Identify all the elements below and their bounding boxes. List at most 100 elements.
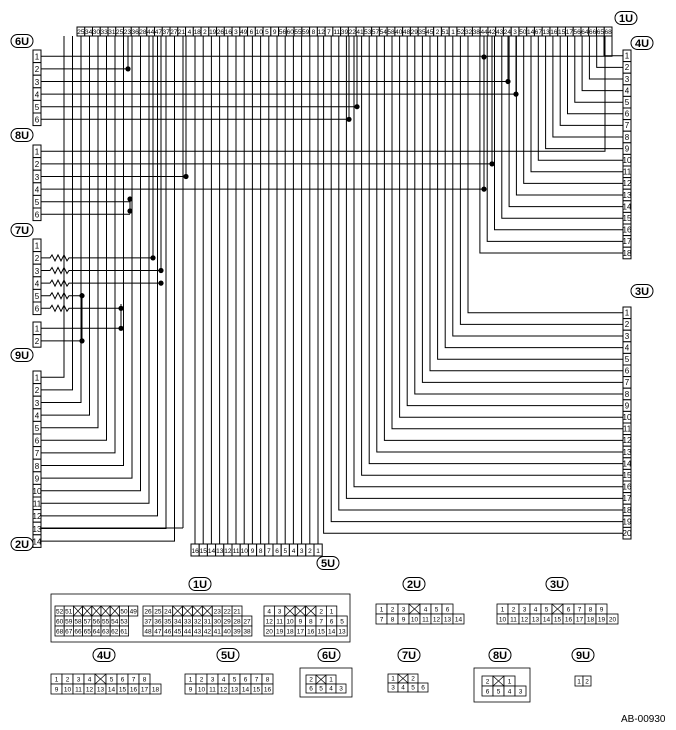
u1-left-cell: [119, 625, 130, 637]
u3-pin-number: 19: [623, 517, 632, 526]
u4-wire-3: [588, 36, 623, 80]
u3-wire-2: [459, 36, 623, 325]
u6-cell: [335, 683, 347, 694]
u8-wire-1: [41, 36, 606, 152]
u1-left-cell-number: 58: [74, 619, 82, 626]
u2-wire-13: [41, 36, 167, 529]
junction-dot: [183, 173, 189, 180]
u4-wire-6: [567, 36, 623, 115]
u7-resistor-wire-2: [41, 253, 153, 263]
u5-pin-number: 8: [259, 548, 263, 555]
u5-cell-number: 11: [209, 687, 216, 694]
u1-right-cell-number: 1: [330, 609, 334, 616]
u1-header-pin-number: 24: [504, 29, 512, 36]
u8-cell-number: 5: [497, 689, 501, 696]
u4-wire-4: [581, 36, 623, 92]
u3-pin-number: 1: [625, 309, 630, 318]
u1-right-cell-number: 17: [297, 629, 305, 636]
u1-left-cell-number: 65: [84, 629, 92, 636]
u1-header-pin-number: 15: [558, 29, 566, 36]
u1-mid-cell-number: 33: [184, 619, 192, 626]
u1-right-cell-number: 18: [286, 629, 294, 636]
u4-pin-number: 13: [623, 191, 632, 200]
u4-wire-2: [596, 36, 623, 68]
u6-pin-6: [32, 112, 42, 127]
u1-label-badge: [188, 577, 212, 591]
u1-header-pin-number: 11: [333, 29, 340, 36]
u3-cell-number: 6: [567, 607, 571, 614]
u2-cell-number: 11: [422, 617, 429, 624]
u1-left-cell: [128, 605, 139, 617]
u4-wire-18: [479, 36, 623, 254]
u6-pin-number: 1: [35, 53, 40, 62]
u4-cell-number: 6: [121, 677, 125, 684]
u1-right-cell-number: 6: [330, 619, 334, 626]
u4-wire-10: [537, 36, 623, 161]
u2-label-text: 2U: [407, 579, 421, 591]
u1-left-cell-number: 53: [120, 619, 128, 626]
u4-label-text: 4U: [97, 650, 111, 662]
u6-label-text: 6U: [15, 36, 29, 48]
u1-right-cell-number: 13: [338, 629, 346, 636]
u8-cell-number: 4: [508, 689, 512, 696]
u9-label-text: 9U: [576, 650, 590, 662]
u7-cell-number: 6: [421, 685, 425, 692]
u3-cell-number: 3: [523, 607, 527, 614]
u4-pin-number: 5: [625, 98, 630, 107]
u8-blank-cross: [492, 675, 505, 687]
u1-header-pin-number: 6: [250, 29, 254, 36]
u2-wire-10: [41, 36, 141, 492]
u3-pin-number: 11: [623, 425, 632, 434]
u3-pin-number: 2: [625, 320, 630, 329]
u1-left-cell-number: 55: [102, 619, 110, 626]
u1-right-cell-number: 4: [267, 609, 271, 616]
u5-pin-number: 13: [216, 548, 224, 555]
u1-header-pin-number: 27: [170, 29, 178, 36]
u6-cell-number: 6: [309, 686, 313, 693]
u8-label-badge: [10, 128, 34, 142]
u2-pin-number: 8: [35, 462, 40, 471]
u8-label-badge: [488, 648, 512, 662]
u4-cell-number: 16: [130, 687, 138, 694]
u3-wire-13: [376, 36, 623, 453]
u1-mid-cell-number: 45: [174, 629, 182, 636]
u1-mid-cell-number: 34: [174, 619, 182, 626]
u6-pin-number: 2: [35, 65, 40, 74]
u4-pin-number: 3: [625, 75, 630, 84]
u1-header-pin-number: 52: [457, 29, 465, 36]
u3-pin-number: 6: [625, 367, 630, 376]
u1-right-cell-number: 8: [309, 619, 313, 626]
u2-pin-number: 10: [33, 487, 42, 496]
u1-mid-cell-number: 26: [144, 609, 152, 616]
u3-cell-number: 9: [600, 607, 604, 614]
u3-pin-number: 7: [625, 378, 630, 387]
u1-header-pin-number: 28: [139, 29, 147, 36]
u5-pin-number: 14: [208, 548, 216, 555]
u8-cell-number: 6: [486, 689, 490, 696]
u8-wire-2: [41, 36, 493, 165]
u3-pin-20: [622, 526, 632, 540]
u5-cell-number: 15: [253, 687, 261, 694]
u5-cell-number: 2: [200, 677, 204, 684]
u1-mid-blank-cross: [192, 605, 203, 617]
u1-left-cell-number: 52: [56, 609, 64, 616]
u1-label-text: 1U: [619, 13, 633, 25]
u3-wire-5: [437, 36, 623, 360]
u2-cell: [452, 613, 465, 625]
u4-pin-number: 1: [625, 52, 630, 61]
u1-left-cell-number: 56: [93, 619, 101, 626]
u1-right-cell-number: 14: [328, 629, 336, 636]
u1-header-pin-number: 34: [85, 29, 93, 36]
u1-right-cell-number: 12: [266, 619, 274, 626]
u3-cell-number: 15: [554, 617, 562, 624]
u1-mid-cell-number: 48: [144, 629, 152, 636]
u5-cell-number: 14: [242, 687, 250, 694]
u8-pin-6: [32, 207, 42, 222]
u3-cell-number: 14: [543, 617, 551, 624]
u2-wire-12: [41, 36, 158, 517]
u1-header-pin-number: 26: [217, 29, 225, 36]
